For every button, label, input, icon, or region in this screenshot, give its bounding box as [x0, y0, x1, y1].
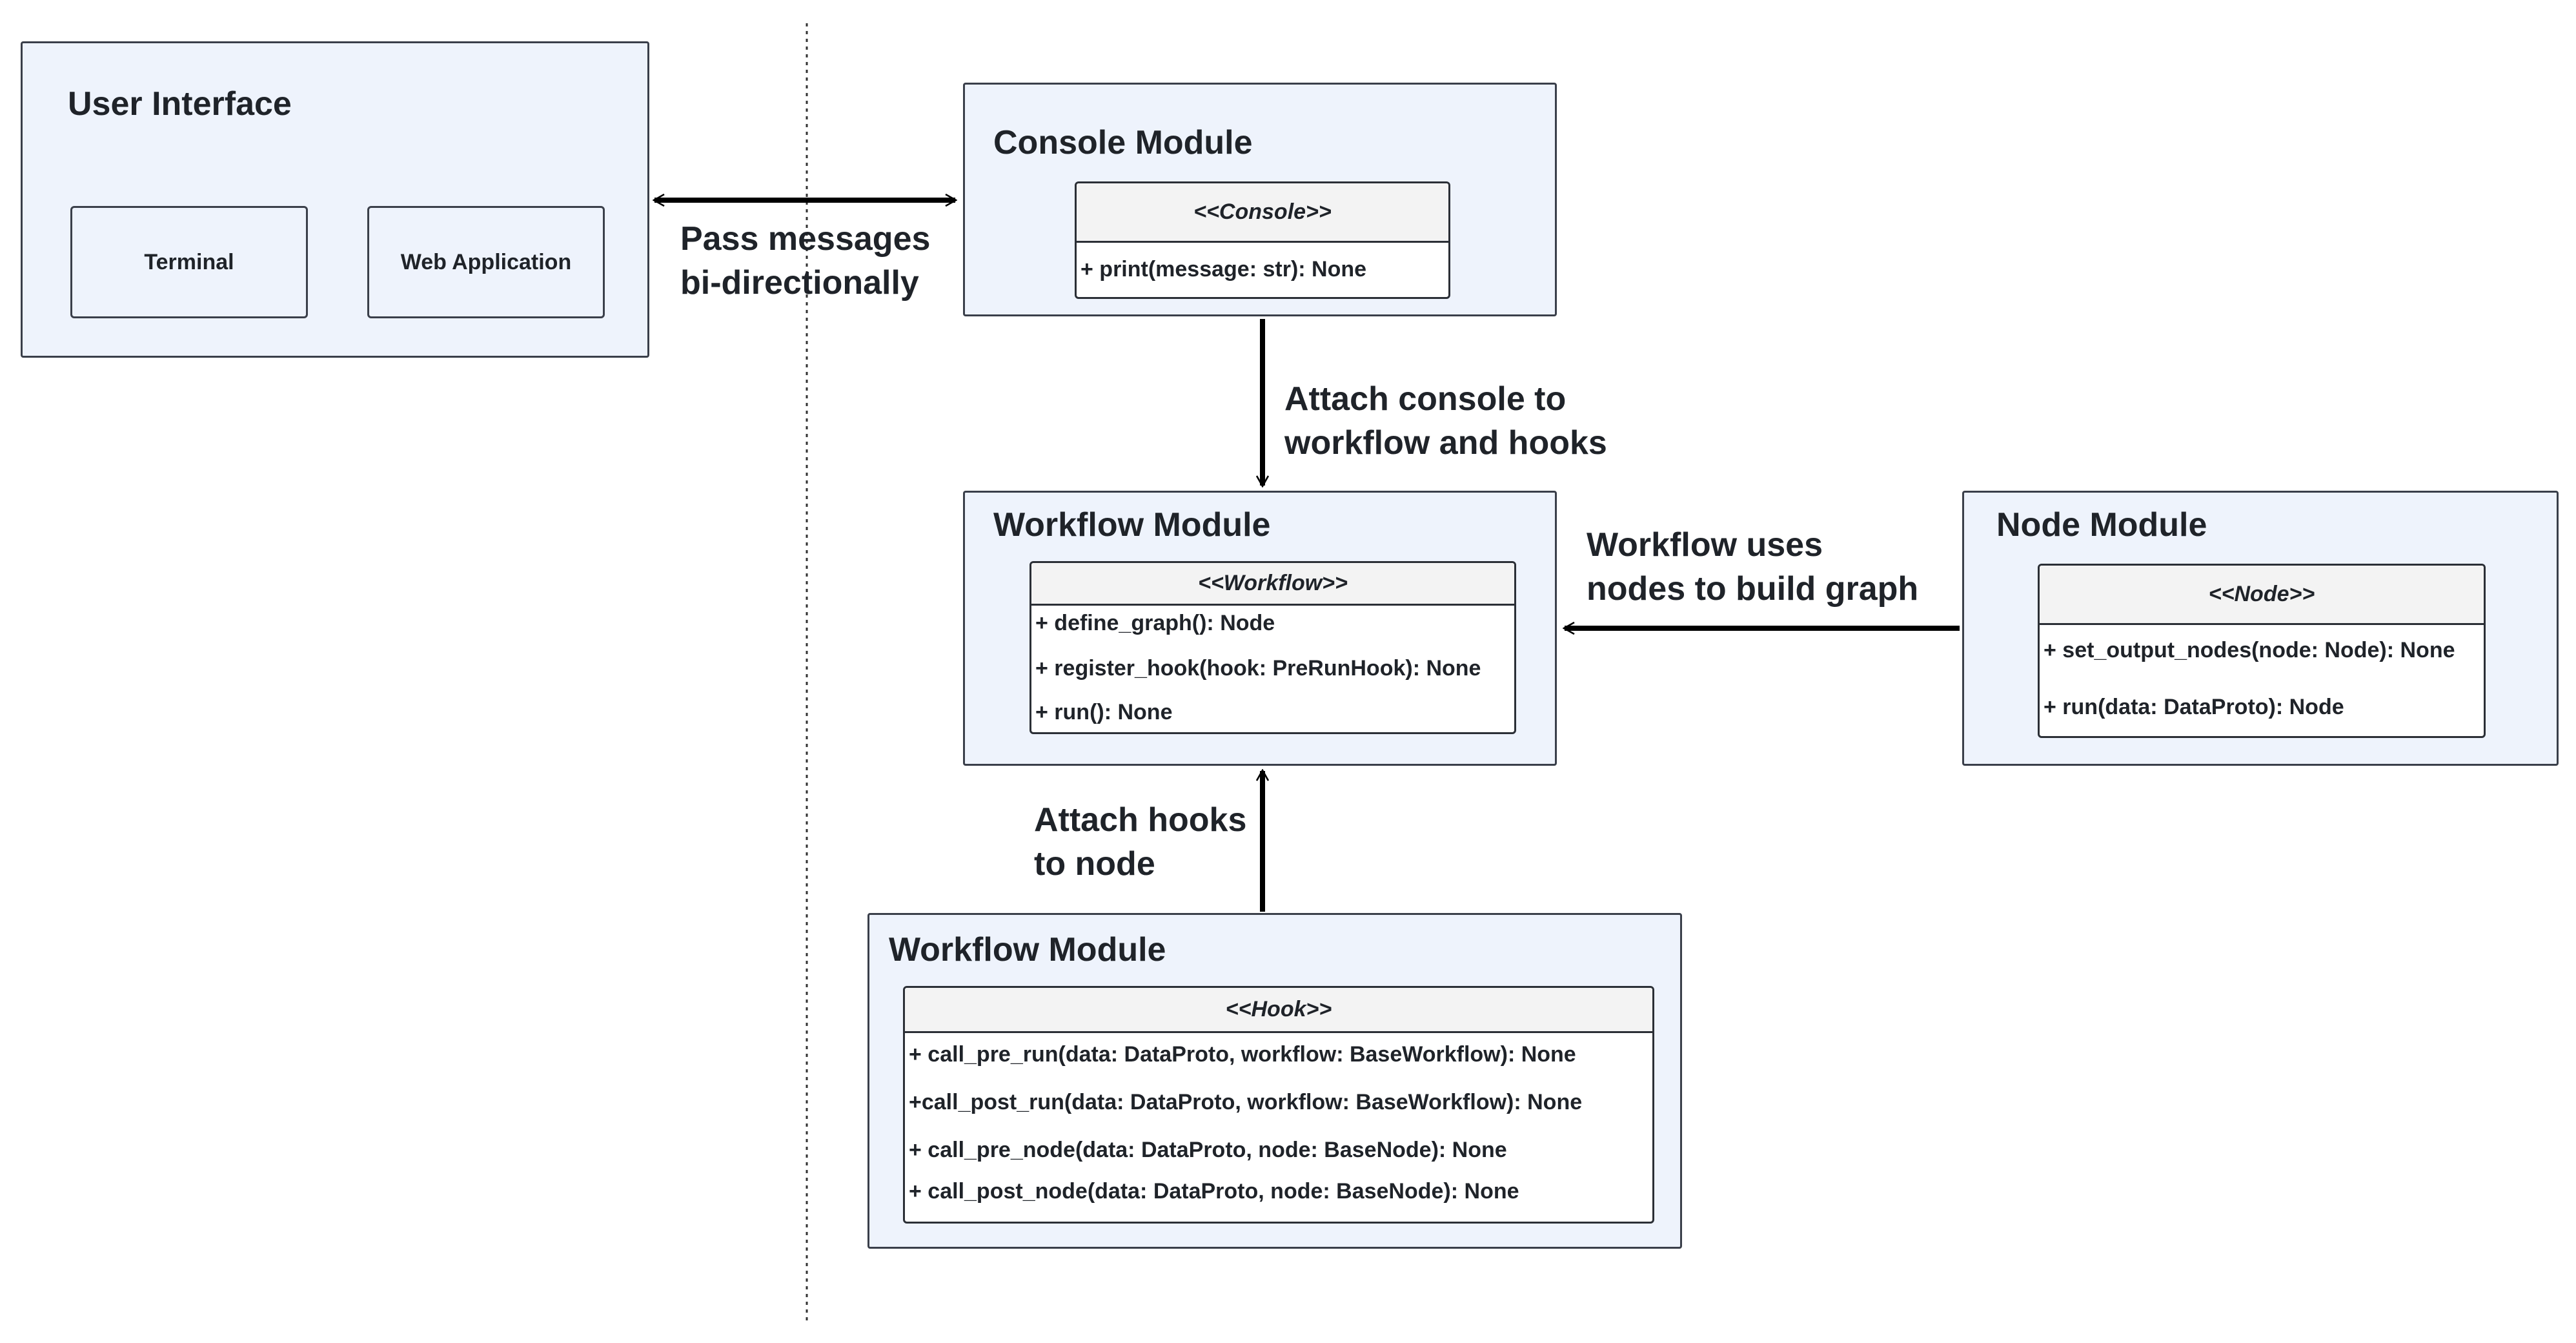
edge-label-line: to node	[1034, 845, 1155, 883]
workflow-class-header: <<Workflow>>	[1031, 563, 1514, 606]
web-application-box: Web Application	[367, 206, 605, 318]
edge-label-hook-workflow: Attach hooks to node	[1034, 798, 1246, 886]
edge-label-console-workflow: Attach console to workflow and hooks	[1284, 377, 1607, 465]
workflow-module-title: Workflow Module	[993, 506, 1271, 544]
node-class-header: <<Node>>	[2040, 566, 2484, 625]
edge-label-line: Workflow uses	[1587, 526, 1823, 564]
edge-label-ui-console: Pass messages bi-directionally	[680, 217, 930, 305]
node-module-title: Node Module	[1996, 506, 2207, 544]
edge-label-line: bi-directionally	[680, 264, 919, 302]
method-call-post-run: +call_post_run(data: DataProto, workflow…	[909, 1090, 1583, 1114]
edge-label-line: Pass messages	[680, 220, 931, 258]
user-interface-title: User Interface	[68, 85, 292, 123]
workflow-class-box: <<Workflow>> + define_graph(): Node + re…	[1029, 561, 1516, 734]
node-class-box: <<Node>> + set_output_nodes(node: Node):…	[2038, 564, 2486, 738]
hook-module-title: Workflow Module	[889, 931, 1166, 969]
edge-label-node-workflow: Workflow uses nodes to build graph	[1587, 523, 1918, 611]
workflow-module-box: Workflow Module <<Workflow>> + define_gr…	[963, 491, 1557, 766]
hook-class-header: <<Hook>>	[905, 988, 1652, 1033]
console-class-header: <<Console>>	[1077, 183, 1448, 243]
method-call-pre-node: + call_pre_node(data: DataProto, node: B…	[909, 1138, 1507, 1162]
method-call-pre-run: + call_pre_run(data: DataProto, workflow…	[909, 1042, 1576, 1067]
hook-class-box: <<Hook>> + call_pre_run(data: DataProto,…	[903, 986, 1654, 1224]
method-register-hook: + register_hook(hook: PreRunHook): None	[1035, 656, 1481, 681]
method-set-output-nodes: + set_output_nodes(node: Node): None	[2044, 638, 2455, 662]
method-call-post-node: + call_post_node(data: DataProto, node: …	[909, 1179, 1519, 1204]
edge-label-line: Attach hooks	[1034, 801, 1247, 839]
console-class-box: <<Console>> + print(message: str): None	[1075, 181, 1450, 299]
console-module-box: Console Module <<Console>> + print(messa…	[963, 83, 1557, 316]
method-node-run: + run(data: DataProto): Node	[2044, 695, 2344, 719]
node-module-box: Node Module <<Node>> + set_output_nodes(…	[1962, 491, 2559, 766]
edge-label-line: workflow and hooks	[1284, 424, 1607, 462]
terminal-box: Terminal	[70, 206, 308, 318]
console-module-title: Console Module	[993, 124, 1253, 161]
method-define-graph: + define_graph(): Node	[1035, 611, 1275, 635]
hook-module-box: Workflow Module <<Hook>> + call_pre_run(…	[867, 913, 1682, 1249]
method-print: + print(message: str): None	[1080, 257, 1367, 282]
edge-label-line: nodes to build graph	[1587, 570, 1919, 608]
edge-label-line: Attach console to	[1284, 380, 1567, 418]
user-interface-box: User Interface Terminal Web Application	[21, 41, 649, 358]
method-run: + run(): None	[1035, 700, 1173, 724]
